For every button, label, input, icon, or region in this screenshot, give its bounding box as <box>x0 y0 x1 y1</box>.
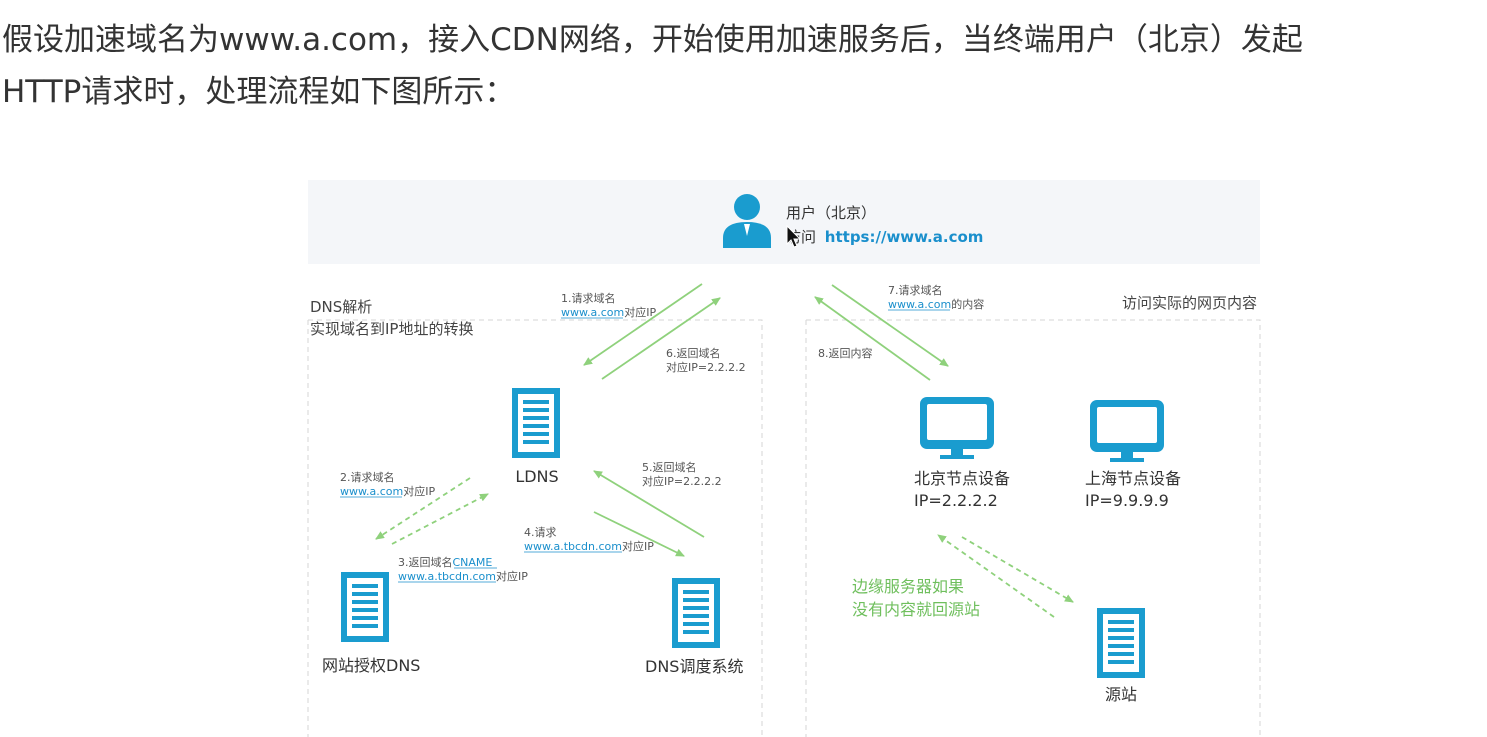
user-name: 用户（北京） <box>786 204 876 222</box>
arrow-step-6 <box>601 297 721 380</box>
arrow-step-8 <box>814 296 931 381</box>
svg-text:www.a.tbcdn.com对应IP: www.a.tbcdn.com对应IP <box>524 539 654 553</box>
svg-text:www.a.com的内容: www.a.com的内容 <box>888 297 984 311</box>
step-7-link[interactable]: www.a.com <box>888 298 951 311</box>
step-3-suffix: 对应IP <box>496 569 528 583</box>
user-icon <box>723 194 771 248</box>
intro-line-2: HTTP请求时，处理流程如下图所示： <box>2 74 516 110</box>
edge-note-line-2: 没有内容就回源站 <box>852 600 980 619</box>
svg-text:3.返回域名CNAME: 3.返回域名CNAME <box>398 555 492 569</box>
beijing-monitor-icon <box>920 397 994 459</box>
dns-sched-server-icon <box>672 578 720 648</box>
step-4-title: 4.请求 <box>524 526 557 539</box>
origin-server-icon <box>1097 608 1145 678</box>
arrow-origin-fetch <box>961 536 1074 603</box>
svg-text:www.a.com对应IP: www.a.com对应IP <box>340 484 435 498</box>
arrow-step-7 <box>831 284 949 367</box>
svg-text:访问 https://www.a.com: 访问 https://www.a.com <box>786 228 983 246</box>
step-1-title: 1.请求域名 <box>561 291 616 305</box>
dns-region-subtitle: 实现域名到IP地址的转换 <box>310 320 473 338</box>
step-7-suffix: 的内容 <box>951 297 984 311</box>
svg-text:www.a.tbcdn.com对应IP: www.a.tbcdn.com对应IP <box>398 569 528 583</box>
step-3-cname-link[interactable]: CNAME <box>453 556 493 569</box>
step-5-line2: 对应IP=2.2.2.2 <box>642 474 722 488</box>
content-region-title: 访问实际的网页内容 <box>1122 294 1257 312</box>
shanghai-ip: IP=9.9.9.9 <box>1085 491 1169 510</box>
intro-line-1: 假设加速域名为www.a.com，接入CDN网络，开始使用加速服务后，当终端用户… <box>2 22 1303 58</box>
mouse-cursor-icon <box>786 224 802 248</box>
step-4-link[interactable]: www.a.tbcdn.com <box>524 540 622 553</box>
arrow-origin-return <box>937 534 1055 618</box>
dns-region-title: DNS解析 <box>310 298 372 316</box>
origin-label: 源站 <box>1105 685 1137 704</box>
user-band <box>308 180 1260 264</box>
step-5-title: 5.返回域名 <box>642 460 697 474</box>
auth-dns-server-icon <box>341 572 389 642</box>
beijing-ip: IP=2.2.2.2 <box>914 491 998 510</box>
shanghai-monitor-icon <box>1090 400 1164 462</box>
step-1-link[interactable]: www.a.com <box>561 306 624 319</box>
ldns-label: LDNS <box>515 467 558 486</box>
beijing-label: 北京节点设备 <box>914 469 1010 488</box>
step-6-title: 6.返回域名 <box>666 346 721 360</box>
step-6-line2: 对应IP=2.2.2.2 <box>666 360 746 374</box>
content-region-box <box>805 319 1261 737</box>
arrow-step-5 <box>593 470 705 538</box>
step-2-title: 2.请求域名 <box>340 470 395 484</box>
step-4-suffix: 对应IP <box>622 539 654 553</box>
step-7-title: 7.请求域名 <box>888 283 943 297</box>
svg-text:www.a.com对应IP: www.a.com对应IP <box>561 305 656 319</box>
step-1-suffix: 对应IP <box>624 305 656 319</box>
arrow-step-3 <box>391 493 489 545</box>
step-2-link[interactable]: www.a.com <box>340 485 403 498</box>
step-2-suffix: 对应IP <box>403 484 435 498</box>
arrow-step-4 <box>593 511 685 557</box>
auth-dns-label: 网站授权DNS <box>322 656 420 675</box>
dns-region-box <box>307 319 763 737</box>
step-3-title: 3.返回域名 <box>398 555 453 569</box>
arrow-step-1 <box>583 283 703 366</box>
user-visit-url[interactable]: https://www.a.com <box>825 228 984 246</box>
ldns-server-icon <box>512 388 560 458</box>
arrow-step-2 <box>375 477 471 540</box>
shanghai-label: 上海节点设备 <box>1085 469 1181 488</box>
step-8-title: 8.返回内容 <box>818 346 873 360</box>
edge-note-line-1: 边缘服务器如果 <box>852 577 964 596</box>
intro-paragraph: 假设加速域名为www.a.com，接入CDN网络，开始使用加速服务后，当终端用户… <box>2 14 1487 118</box>
dns-sched-label: DNS调度系统 <box>645 657 743 676</box>
step-3-link[interactable]: www.a.tbcdn.com <box>398 570 496 583</box>
